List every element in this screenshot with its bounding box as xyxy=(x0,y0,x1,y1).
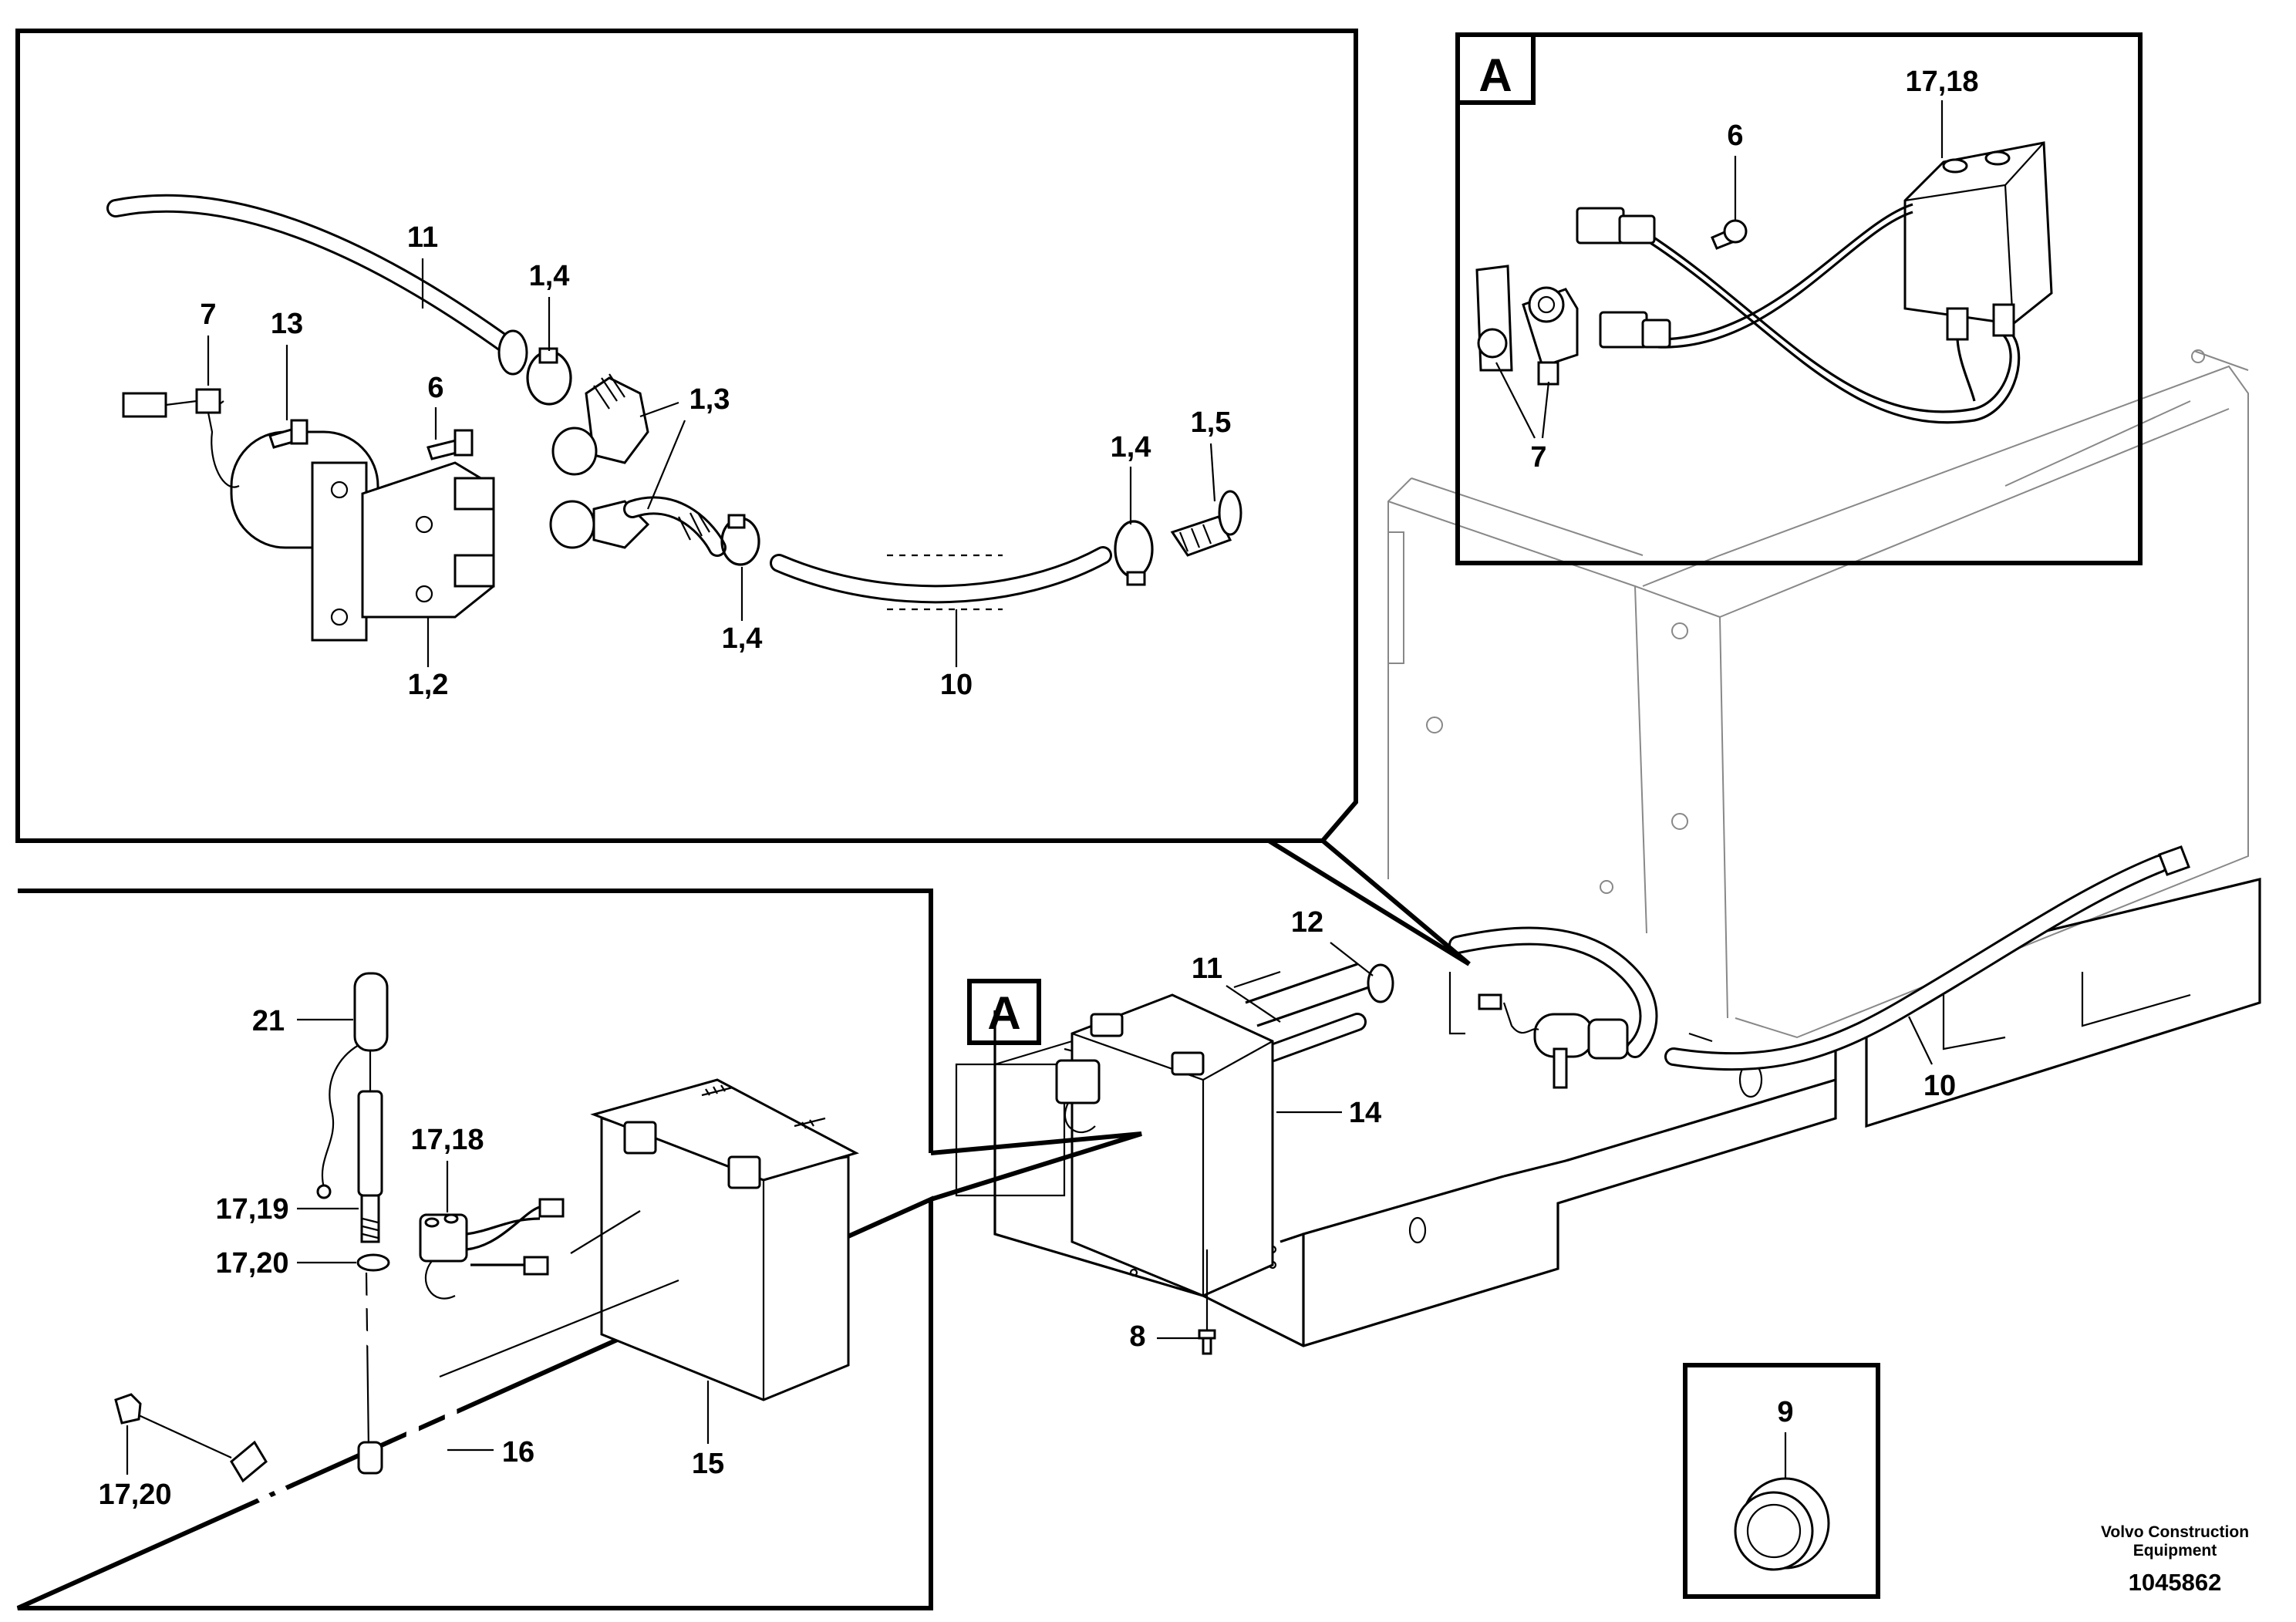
callout-17-19: 17,19 xyxy=(215,1193,288,1226)
callout-1-4-top: 1,4 xyxy=(529,260,570,292)
battery-14 xyxy=(1055,993,1274,1297)
callout-11: 11 xyxy=(407,221,438,254)
tank-housing xyxy=(1387,349,2249,1039)
callout-main-11: 11 xyxy=(1192,953,1222,985)
detail-pointer-top xyxy=(1267,838,1471,966)
callout-main-12: 12 xyxy=(1291,906,1323,939)
callout-1-2: 1,2 xyxy=(408,669,449,701)
callout-17-20-top: 17,20 xyxy=(215,1247,288,1280)
drawing-number: 1045862 xyxy=(2129,1569,2222,1596)
svg-text:A: A xyxy=(987,987,1020,1039)
volvo-watermark: Volvo Construction Equipment 1045862 xyxy=(2101,1523,2249,1596)
callout-a-7: 7 xyxy=(1530,441,1546,474)
callout-main-14: 14 xyxy=(1349,1097,1381,1129)
callout-10: 10 xyxy=(940,669,973,701)
detail-panel-battery-heater: 21 17,18 17,19 17,20 16 15 17,20 xyxy=(16,889,933,1610)
callout-21: 21 xyxy=(252,1005,285,1037)
callout-13: 13 xyxy=(271,308,303,340)
detail-marker-a-main: A xyxy=(967,979,1041,1045)
callout-1-3: 1,3 xyxy=(689,383,730,416)
callout-1-4-bottom: 1,4 xyxy=(722,622,763,655)
callout-a-6: 6 xyxy=(1727,120,1743,152)
callout-6: 6 xyxy=(427,372,443,404)
main-hoses xyxy=(1245,845,2190,1089)
main-view-callouts: 12 11 14 10 8 xyxy=(1129,906,1956,1355)
detail-panel-pump-hoses: 11 7 13 1,4 6 1,3 1,4 1,5 1,4 1,2 10 xyxy=(15,29,1358,843)
callout-1-5: 1,5 xyxy=(1191,406,1232,439)
main-assembly-view: 12 11 14 10 8 A xyxy=(930,349,2261,1355)
detail-box-grommet-9: 9 xyxy=(1683,1363,1880,1599)
watermark-brand-line1: Volvo Construction xyxy=(2101,1523,2249,1541)
callout-9: 9 xyxy=(1777,1396,1793,1428)
callout-17-18: 17,18 xyxy=(410,1124,484,1156)
callout-main-10: 10 xyxy=(1923,1070,1956,1102)
callout-main-8: 8 xyxy=(1129,1320,1145,1353)
callout-1-4-right: 1,4 xyxy=(1111,431,1151,464)
detail-marker-a: A xyxy=(1478,49,1512,101)
watermark-brand-line2: Equipment xyxy=(2133,1542,2217,1560)
detail-panel-a-valve-wiring: A 6 17,18 7 xyxy=(1455,32,2143,565)
callout-17-20-bottom: 17,20 xyxy=(98,1479,171,1511)
callout-16: 16 xyxy=(502,1436,534,1469)
callout-a-17-18: 17,18 xyxy=(1905,66,1978,98)
detail-pointer-bottom xyxy=(930,1131,1142,1202)
callout-7: 7 xyxy=(200,298,216,331)
callout-15: 15 xyxy=(692,1448,724,1480)
